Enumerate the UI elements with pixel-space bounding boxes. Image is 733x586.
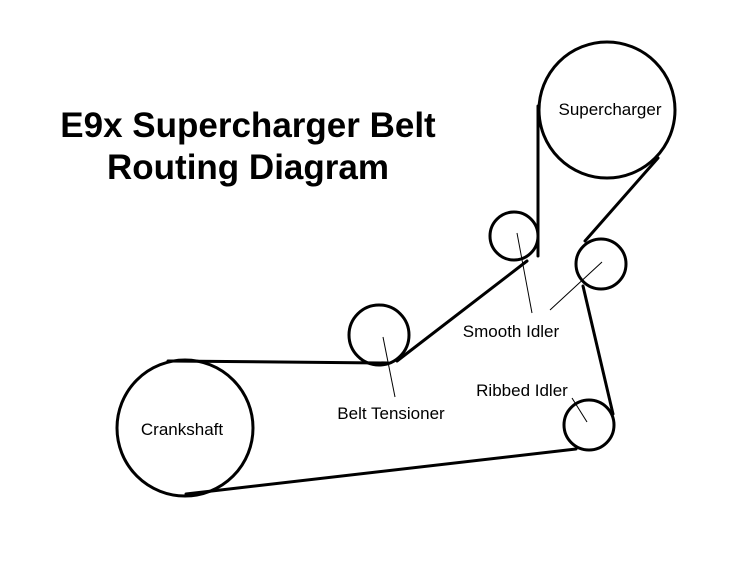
belt-segment-crankshaft-to-tensioner xyxy=(166,359,390,365)
title-line-2: Routing Diagram xyxy=(107,148,389,187)
pulley-belt-tensioner xyxy=(347,303,411,367)
label-ribbed-idler: Ribbed Idler xyxy=(476,381,568,400)
label-smooth-idler: Smooth Idler xyxy=(463,322,560,341)
belt-segment-tensioner-to-smooth-idler xyxy=(395,259,529,363)
leader-line-ribbed-idler xyxy=(571,397,588,423)
pulley-smooth-idler-lower xyxy=(574,237,628,291)
belt-segment-ribbed-idler-to-crankshaft xyxy=(184,447,578,496)
label-belt-tensioner: Belt Tensioner xyxy=(337,404,445,423)
leader-line-smooth-idler-lower xyxy=(549,261,603,311)
diagram-title: E9x Supercharger Belt Routing Diagram xyxy=(30,105,466,189)
title-line-1: E9x Supercharger Belt xyxy=(60,106,436,145)
leader-line-belt-tensioner xyxy=(382,336,396,398)
pulley-ribbed-idler xyxy=(562,398,616,452)
belt-segment-supercharger-to-lower-idler xyxy=(583,156,660,243)
leader-line-smooth-idler-upper xyxy=(516,232,533,314)
belt-segment-lower-idler-to-ribbed-idler xyxy=(581,284,615,416)
label-crankshaft: Crankshaft xyxy=(141,420,223,439)
pulley-smooth-idler-upper xyxy=(488,210,540,262)
label-supercharger: Supercharger xyxy=(558,100,661,119)
